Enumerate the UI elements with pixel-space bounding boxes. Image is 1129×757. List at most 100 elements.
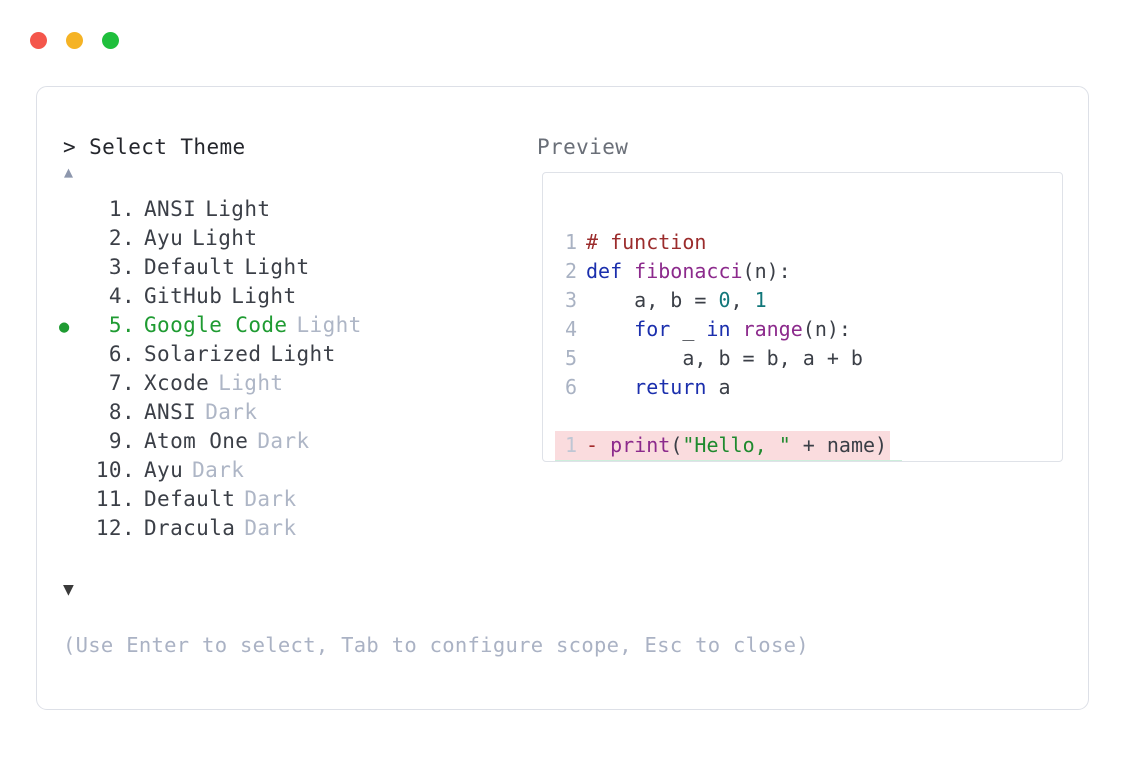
theme-item-name: Atom One: [144, 429, 249, 453]
code-line: 6 return a: [555, 373, 902, 402]
selected-bullet-icon: ●: [59, 433, 89, 453]
selected-bullet-icon: ●: [59, 201, 89, 221]
theme-item-variant: Dark: [192, 458, 245, 482]
theme-item-variant: Light: [218, 371, 284, 395]
selected-bullet-icon: ●: [59, 375, 89, 395]
theme-item-index: 9.: [108, 429, 135, 453]
line-number: 6: [564, 375, 577, 399]
theme-item-index: 2.: [108, 226, 135, 250]
line-number: 1: [564, 230, 577, 254]
code-line-text: def fibonacci(n):: [586, 257, 791, 286]
theme-item-name: Dracula: [144, 516, 236, 540]
theme-item-variant: Light: [205, 197, 271, 221]
diff-line-del: 1- print("Hello, " + name): [555, 431, 902, 460]
code-token: (: [670, 433, 683, 457]
theme-list-item[interactable]: ● 8. ANSI Dark: [37, 400, 507, 429]
code-token: a, b =: [586, 288, 719, 312]
theme-item-variant: Dark: [244, 487, 297, 511]
theme-item-name: Default: [144, 487, 236, 511]
keyboard-hint: (Use Enter to select, Tab to configure s…: [63, 633, 809, 657]
code-token: def: [586, 259, 635, 283]
code-token: [731, 317, 743, 341]
theme-item-index: 11.: [95, 487, 135, 511]
diff-line-add: 1+ print(f"Hello, {name}!"): [555, 460, 903, 461]
page-title: > Select Theme: [63, 135, 246, 159]
theme-item-variant: Light: [192, 226, 258, 250]
code-line-text: for _ in range(n):: [586, 315, 851, 344]
preview-title: Preview: [537, 135, 629, 159]
code-line-text: - print("Hello, " + name): [586, 431, 891, 460]
scroll-up-icon[interactable]: ▲: [64, 163, 74, 181]
theme-list: ●1.ANSILight●2.AyuLight●3.DefaultLight●4…: [37, 197, 507, 545]
selected-bullet-icon: ●: [59, 317, 70, 337]
code-line: 1# function: [555, 228, 902, 257]
selected-bullet-icon: ●: [59, 491, 89, 511]
theme-item-variant: Light: [231, 284, 297, 308]
theme-item-name: Ayu: [144, 226, 184, 250]
theme-item-index: 4.: [108, 284, 135, 308]
code-token: (n):: [802, 317, 851, 341]
code-token: [586, 317, 634, 341]
window-maximize-button[interactable]: [102, 32, 119, 49]
selected-bullet-icon: ●: [59, 404, 89, 424]
code-token: for: [634, 317, 671, 341]
theme-item-name: GitHub: [144, 284, 223, 308]
selected-bullet-icon: ●: [59, 346, 89, 366]
code-token: [586, 375, 634, 399]
code-token: a, b = b, a + b: [586, 346, 863, 370]
theme-item-name: Xcode: [144, 371, 210, 395]
code-line-text: a, b = b, a + b: [586, 344, 863, 373]
theme-item-name: Solarized: [144, 342, 262, 366]
theme-list-item[interactable]: ● 1. ANSI Light: [37, 197, 507, 226]
code-token: in: [706, 317, 731, 341]
code-token: + name): [790, 433, 888, 457]
code-token: 0: [718, 288, 731, 312]
code-token: (n):: [742, 259, 791, 283]
code-line: 4 for _ in range(n):: [555, 315, 902, 344]
code-line-text: a, b = 0, 1: [586, 286, 766, 315]
theme-picker-card: > Select Theme Preview ▲ ▼ ●1.ANSILight●…: [36, 86, 1089, 710]
theme-item-name: ANSI: [144, 400, 197, 424]
theme-item-name: ANSI: [144, 197, 197, 221]
window-minimize-button[interactable]: [66, 32, 83, 49]
theme-item-name: Default: [144, 255, 236, 279]
line-number: 4: [564, 317, 577, 341]
theme-item-variant: Light: [270, 342, 336, 366]
theme-item-index: 12.: [95, 516, 135, 540]
window-traffic-lights: [30, 32, 119, 49]
theme-item-index: 6.: [108, 342, 135, 366]
theme-item-variant: Dark: [205, 400, 258, 424]
scroll-down-icon[interactable]: ▼: [63, 579, 74, 600]
theme-list-item[interactable]: ● 4. GitHub Light: [37, 284, 507, 313]
code-token: _: [670, 317, 707, 341]
code-token: "Hello, ": [682, 433, 791, 457]
code-token: return: [634, 375, 707, 399]
line-number: 3: [564, 288, 577, 312]
theme-item-index: 3.: [108, 255, 135, 279]
theme-list-item[interactable]: ● 9. Atom One Dark: [37, 429, 507, 458]
window-close-button[interactable]: [30, 32, 47, 49]
selected-bullet-icon: ●: [59, 288, 89, 308]
theme-list-item[interactable]: ● 11. Default Dark: [37, 487, 507, 516]
theme-item-index: 5.: [108, 313, 135, 337]
theme-item-name: Ayu: [144, 458, 184, 482]
theme-item-variant: Dark: [257, 429, 310, 453]
line-number: 5: [564, 346, 577, 370]
theme-item-index: 1.: [108, 197, 135, 221]
theme-item-variant: Dark: [244, 516, 297, 540]
theme-item-name: Google Code: [144, 313, 288, 337]
theme-list-item[interactable]: ● 6. Solarized Light: [37, 342, 507, 371]
theme-item-variant: Light: [244, 255, 310, 279]
code-blank-line: [555, 402, 902, 431]
line-number: 1: [555, 431, 586, 460]
theme-item-index: 8.: [108, 400, 135, 424]
